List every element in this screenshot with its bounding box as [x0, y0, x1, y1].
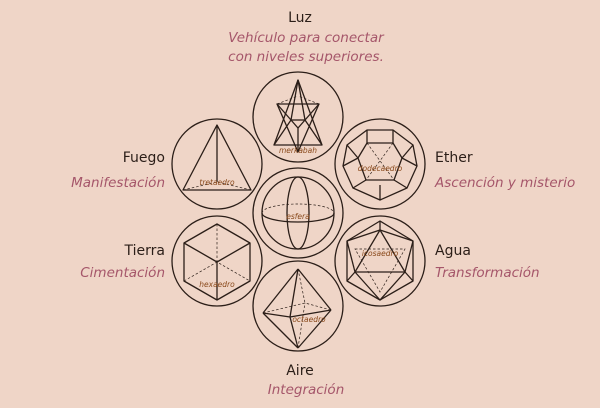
sphere-label: esfera [286, 212, 310, 221]
luz-description-line-2: con niveles superiores. [228, 49, 384, 65]
tetrahedron-solid: tretaedro [171, 118, 263, 210]
octahedron-solid: octaedro [252, 260, 344, 352]
hexahedron-solid: hexaedro [171, 215, 263, 307]
merkabah-solid: merkabah [252, 71, 344, 163]
ether-description: Ascención y misterio [434, 175, 575, 191]
hexahedron-ring [171, 215, 263, 307]
merkabah-label: merkabah [279, 146, 317, 155]
tierra-name: Tierra [124, 243, 165, 259]
aire-name: Aire [286, 363, 314, 379]
fuego-name: Fuego [123, 150, 165, 166]
agua-name: Agua [435, 243, 471, 259]
icosahedron-label: icosaedro [362, 249, 399, 258]
dodecahedron-label: dodecaedro [358, 164, 403, 173]
fuego-description: Manifestación [71, 175, 165, 191]
dodecahedron-ring [334, 118, 426, 210]
tetrahedron-label: tretaedro [199, 178, 235, 187]
ether-name: Ether [435, 150, 473, 166]
luz-description-line-1: Vehículo para conectar [228, 30, 385, 46]
hexahedron-label: hexaedro [199, 280, 235, 289]
merkabah-ring [252, 71, 344, 163]
octahedron-label: octaedro [292, 315, 326, 324]
sphere-ring [252, 167, 344, 259]
tetrahedron-ring [171, 118, 263, 210]
icosahedron-ring [334, 215, 426, 307]
aire-description: Integración [268, 382, 345, 398]
sphere-solid: esfera [252, 167, 344, 259]
icosahedron-solid: icosaedro [334, 215, 426, 307]
tierra-description: Cimentación [80, 265, 165, 281]
agua-description: Transformación [435, 265, 540, 281]
luz-name: Luz [288, 10, 312, 26]
dodecahedron-solid: dodecaedro [334, 118, 426, 210]
octahedron-ring [252, 260, 344, 352]
merkabah-down-triangle [276, 103, 320, 153]
